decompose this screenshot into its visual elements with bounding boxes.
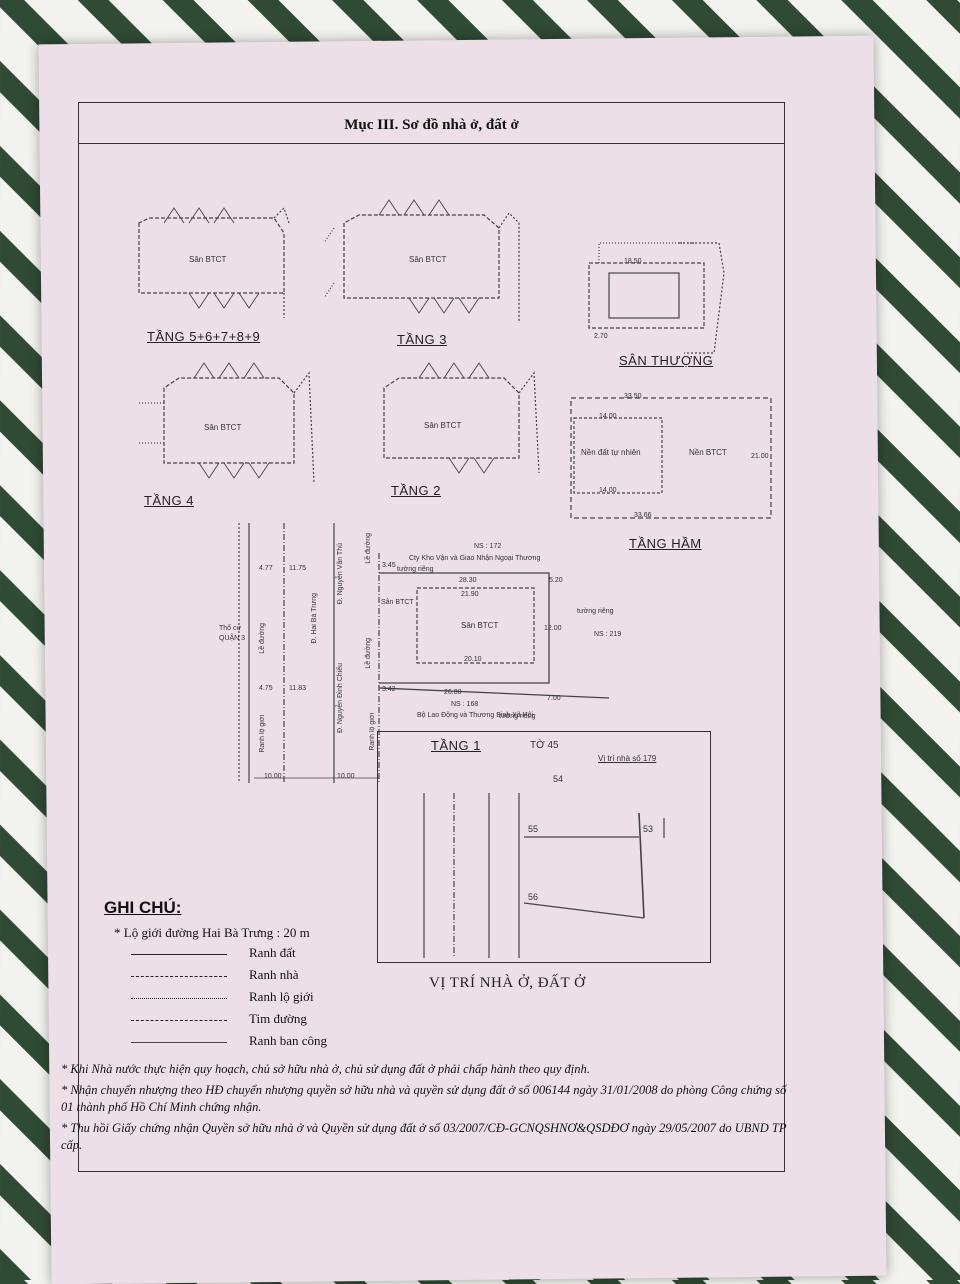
dim-11-75: 11.75 <box>289 565 306 572</box>
ns-172: NS : 172 <box>474 543 502 550</box>
floor-label-5-9: TẦNG 5+6+7+8+9 <box>147 329 261 344</box>
legend-label: Ranh đất <box>249 945 296 960</box>
plan-roof <box>588 242 725 354</box>
dim-roof-top: 18.50 <box>624 258 642 265</box>
dim-11-83: 11.83 <box>289 685 306 692</box>
tuong-rieng-top: tường riêng <box>397 566 434 573</box>
plan-floor-2 <box>383 362 540 474</box>
parcel-55: 55 <box>528 824 539 834</box>
dim-7-00: 7.00 <box>547 695 561 702</box>
floor-label-2: TẦNG 2 <box>391 483 441 498</box>
legend-row-ranh-nha: Ranh nhà <box>89 967 389 987</box>
dim-basement-top: 33.50 <box>624 393 642 400</box>
floor-label-1: TẦNG 1 <box>431 738 481 753</box>
plan-text-san-btct-1b: Sân BTCT <box>461 621 499 630</box>
note-2: * Nhận chuyển nhượng theo HĐ chuyển nhượ… <box>61 1083 787 1114</box>
dim-28-30: 28.30 <box>459 577 477 584</box>
plan-text-san-btct-5: Sân BTCT <box>189 255 227 264</box>
location-sheet: TỜ 45 <box>530 740 559 751</box>
location-map-box: TỜ 45 Vị trí nhà số 179 54 55 53 56 <box>377 731 711 963</box>
floor-label-basement: TẦNG HẦM <box>629 536 702 551</box>
legend-label: Ranh ban công <box>249 1033 327 1048</box>
dim-basement-bottom: 33.66 <box>634 512 652 519</box>
floor-plans-drawing <box>138 199 772 958</box>
dim-21-90: 21.90 <box>461 591 479 598</box>
parcel-56: 56 <box>528 892 539 902</box>
note-3: * Thu hồi Giấy chứng nhận Quyền sở hữu n… <box>61 1121 787 1152</box>
dim-roof-left: 2.70 <box>594 333 608 340</box>
legend-line-thin <box>131 1042 227 1043</box>
dim-20-10: 20.10 <box>464 656 482 663</box>
legend-label: Ranh nhà <box>249 967 299 982</box>
plan-floor-5-9 <box>138 206 290 318</box>
legend-row-tim-duong: Tim đường <box>89 1011 389 1031</box>
title-divider <box>79 143 784 144</box>
plan-text-nen-dat: Nền đất tự nhiên <box>581 448 641 457</box>
plan-text-san-btct-1a: Sân BTCT <box>381 599 414 606</box>
le-duong-left: Lề đường <box>259 623 266 654</box>
bo-lao-dong: Bộ Lao Động và Thương Binh Xã Hội <box>417 712 534 719</box>
dim-3-42: 3.42 <box>382 686 396 693</box>
ranh-lo-gioi-left: Ranh lộ giới <box>259 715 266 753</box>
plan-text-san-btct-3: Sân BTCT <box>409 255 447 264</box>
street-nguyen-van-thu: Đ. Nguyễn Văn Thủ <box>337 543 344 605</box>
legend-label: Tim đường <box>249 1011 307 1026</box>
dim-basement-side: 21.00 <box>751 453 769 460</box>
dim-basement-inner-bottom: 14.00 <box>599 487 617 494</box>
legend-row-ranh-dat: Ranh đất <box>89 945 389 965</box>
dim-12-00: 12.00 <box>544 625 562 632</box>
notes-heading: GHI CHÚ: <box>104 898 182 917</box>
dim-26-80: 26.80 <box>444 689 462 696</box>
dim-basement-inner-top: 14.00 <box>599 413 617 420</box>
le-duong-mid: Lề đường <box>365 638 372 669</box>
ns-219: NS : 219 <box>594 631 622 638</box>
plan-floor-1 <box>238 523 610 783</box>
parcel-54: 54 <box>553 774 564 784</box>
dim-4-77: 4.77 <box>259 565 273 572</box>
plan-basement <box>570 397 772 519</box>
dim-10-00-right: 10.00 <box>337 773 355 780</box>
quan-3: QUẬN 3 <box>219 635 246 642</box>
note-1: * Khi Nhà nước thực hiện quy hoạch, chủ … <box>61 1062 590 1076</box>
legend-line-dashed <box>131 976 227 977</box>
plan-text-nen-btct: Nền BTCT <box>689 448 727 457</box>
ranh-lo-gioi-right: Ranh lộ giới <box>369 713 376 751</box>
legend-label: Ranh lộ giới <box>249 989 314 1004</box>
dim-3-45: 3.45 <box>382 562 396 569</box>
legend-line-solid <box>131 954 227 955</box>
lo-gioi-note: * Lộ giới đường Hai Bà Trưng : 20 m <box>114 925 310 940</box>
floor-label-3: TẦNG 3 <box>397 332 447 347</box>
location-map-lines <box>423 793 665 958</box>
le-duong-top: Lề đường <box>365 533 372 564</box>
dim-4-75: 4.75 <box>259 685 273 692</box>
section-title: Mục III. Sơ đồ nhà ở, đất ở <box>344 117 519 133</box>
legend-row-ranh-ban-cong: Ranh ban công <box>89 1033 389 1053</box>
document-frame: Mục III. Sơ đồ nhà ở, đất ở <box>61 102 786 1172</box>
ns-168: NS : 168 <box>451 701 479 708</box>
legend-line-dotted <box>131 998 227 999</box>
location-title: VỊ TRÍ NHÀ Ở, ĐẤT Ở <box>429 975 586 991</box>
thu-cu: Thổ cư <box>219 625 242 632</box>
cty-kho-van: Cty Kho Vận và Giao Nhận Ngoại Thương <box>409 555 541 562</box>
location-house: Vị trí nhà số 179 <box>598 754 657 763</box>
street-hai-ba-trung: Đ. Hai Bà Trưng <box>311 593 318 644</box>
tuong-rieng-right: tường riêng <box>577 608 614 615</box>
dim-5-20: 5.20 <box>549 577 563 584</box>
street-nguyen-dinh-chieu: Đ. Nguyễn Đình Chiểu <box>337 663 344 734</box>
legend-row-ranh-lo-gioi: Ranh lộ giới <box>89 989 389 1009</box>
floor-label-4: TẦNG 4 <box>144 493 194 508</box>
legend-line-dashdot <box>131 1020 227 1021</box>
plan-floor-4 <box>139 362 315 484</box>
plan-text-san-btct-4: Sân BTCT <box>204 423 242 432</box>
parcel-53: 53 <box>643 824 654 834</box>
notes-block: * Khi Nhà nước thực hiện quy hoạch, chủ … <box>61 1061 791 1158</box>
floor-label-roof: SÂN THƯỢNG <box>619 353 714 368</box>
dim-10-00-left: 10.00 <box>264 773 282 780</box>
plan-floor-3 <box>323 199 520 323</box>
plan-text-san-btct-2: Sân BTCT <box>424 421 462 430</box>
tuong-rieng-bottom: tường riêng <box>499 713 536 720</box>
